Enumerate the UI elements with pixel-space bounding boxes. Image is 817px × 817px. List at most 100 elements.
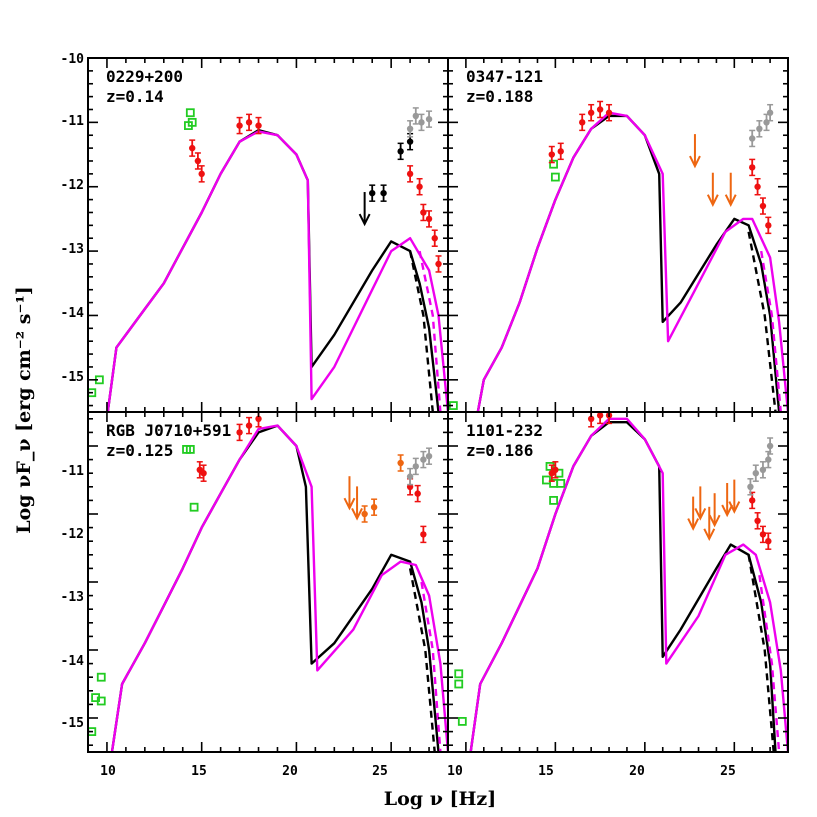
panel-frame [447,411,789,753]
radio-optical-point [457,717,467,726]
y-axis-label: Log νF_ν [erg cm⁻² s⁻¹] [13,286,35,534]
fermi-upper-limit-arrow [724,172,737,207]
tev-point [412,457,419,476]
y-tick-label: -10 [61,52,85,67]
gamma-point [369,184,376,202]
panel-frame [447,57,789,413]
optical-xray-point [765,532,772,550]
plot-area [88,107,448,412]
model-black-line [110,424,440,752]
tev-point [763,113,770,132]
x-tick-label: 20 [282,764,298,779]
y-tick-label: -13 [61,242,84,257]
y-tick-label: -12 [61,178,84,193]
x-axis-label: Log ν [Hz] [384,788,496,810]
optical-xray-point [548,145,555,164]
radio-optical-point [542,475,551,485]
optical-xray-point [196,461,203,479]
model-magenta-dashed-line [418,250,442,412]
model-magenta-dashed-line [760,250,782,412]
fermi-upper-limit-arrow [728,479,741,514]
optical-xray-point [416,177,423,196]
tev-point [752,464,759,482]
tev-point [766,103,774,122]
radio-optical-point [550,172,560,182]
radio-optical-point [454,669,464,679]
optical-xray-point [596,412,604,425]
y-ticks [448,417,788,747]
plot-area [454,412,788,752]
optical-xray-point [759,197,767,215]
tev-point [759,461,767,479]
optical-xray-point [245,113,253,132]
optical-xray-point [759,525,767,544]
x-tick-label: 25 [720,764,736,779]
x-tick-label: 15 [191,764,207,779]
fermi-upper-limit-arrow [708,493,721,528]
optical-xray-point [200,464,207,482]
optical-xray-point [552,461,559,479]
optical-xray-point [765,216,772,235]
optical-xray-point [754,177,761,196]
tev-point [420,450,427,469]
model-magenta-dashed-line [758,575,781,752]
fermi-upper-limit-arrow [706,172,719,207]
y-tick-label: -14 [61,306,85,321]
fermi-point [397,454,404,472]
y-ticks [88,417,448,747]
optical-xray-point [435,255,442,273]
y-tick-label: -11 [61,114,85,129]
tev-point [418,113,425,132]
radio-optical-point [185,444,195,454]
tev-point [406,467,414,486]
radio-optical-point [189,502,199,512]
fermi-upper-limit-arrow [689,134,701,169]
panel-redshift: z=0.125 [106,441,173,460]
model-magenta-line [110,424,448,752]
panel-source-name: 0347-121 [466,67,543,86]
panel-redshift: z=0.186 [466,441,533,460]
model-black-dashed-line [747,231,777,412]
radio-optical-point [545,461,555,471]
radio-optical-point [454,679,464,689]
x-tick-label: 10 [100,764,116,779]
model-magenta-line [469,417,788,752]
x-ticks [447,58,789,412]
tev-point [766,437,774,455]
panel-source-name: RGB J0710+591 [106,421,231,440]
gamma-point [380,184,387,202]
optical-xray-point [587,103,595,122]
model-magenta-line [106,130,448,412]
panel-redshift: z=0.188 [466,87,533,106]
optical-xray-point [236,116,243,135]
y-tick-label: -12 [61,527,84,542]
panel-redshift: z=0.14 [106,87,164,106]
tev-point [747,478,754,496]
fermi-point [370,498,378,516]
model-magenta-line [476,111,788,412]
model-black-line [469,421,777,752]
model-black-dashed-line [408,250,434,412]
optical-xray-point [245,416,253,435]
radio-optical-point [549,159,558,169]
gamma-point [397,142,404,161]
radio-optical-point [549,495,558,505]
optical-xray-point [749,158,756,177]
gamma-upper-limit-arrow [358,192,371,227]
x-tick-label: 15 [538,764,554,779]
panel-frame [87,411,449,753]
model-magenta-dashed-line [420,581,442,752]
optical-xray-point [605,103,613,122]
y-tick-label: -15 [61,370,84,385]
y-tick-label: -15 [61,716,84,731]
model-black-line [106,128,440,412]
fermi-upper-limit-arrow [694,486,707,521]
y-tick-label: -14 [61,654,85,669]
fermi-point [361,505,368,523]
radio-optical-point [185,108,195,118]
